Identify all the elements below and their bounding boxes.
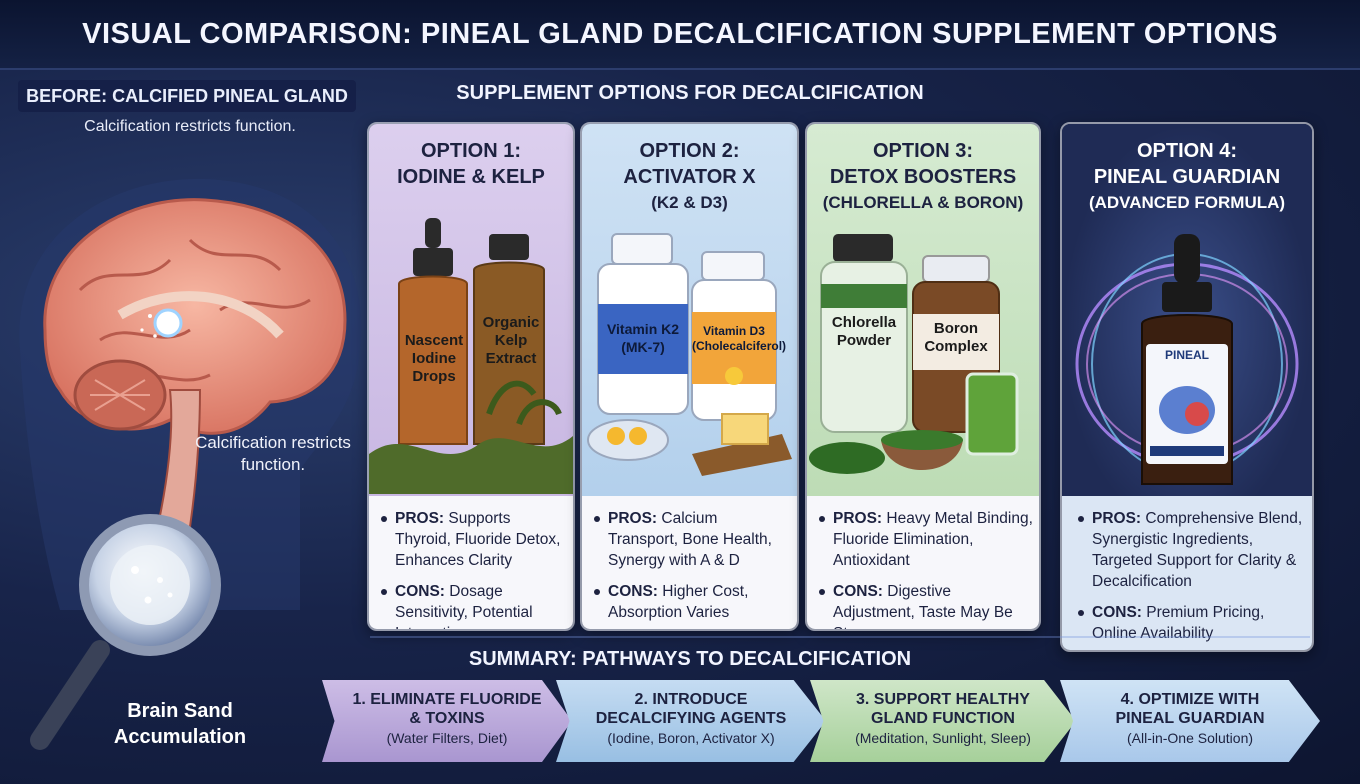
option-card-3: OPTION 3: DETOX BOOSTERS (CHLORELLA & BO…: [805, 122, 1041, 631]
option-card-4: OPTION 4: PINEAL GUARDIAN (ADVANCED FORM…: [1060, 122, 1314, 652]
step-4-title: 4. OPTIMIZE WITH PINEAL GUARDIAN: [1115, 691, 1265, 727]
option-1-details: PROS: Supports Thyroid, Fluoride Detox, …: [379, 508, 567, 629]
brain-illustration: [19, 178, 362, 750]
summary-divider: [370, 636, 1310, 638]
step-2-title: 2. INTRODUCE DECALCIFYING AGENTS: [595, 691, 787, 727]
option-1-cons: CONS: Dosage Sensitivity, Potential Inte…: [379, 581, 567, 629]
option-3-title: OPTION 3: DETOX BOOSTERS (CHLORELLA & BO…: [822, 140, 1024, 212]
option-1-pros: PROS: Supports Thyroid, Fluoride Detox, …: [379, 508, 567, 571]
pathway-step-4: 4. OPTIMIZE WITH PINEAL GUARDIAN (All-in…: [1060, 680, 1320, 762]
pathway-step-1: 1. ELIMINATE FLUORIDE & TOXINS (Water Fi…: [322, 680, 572, 762]
step-1-title: 1. ELIMINATE FLUORIDE & TOXINS: [352, 691, 542, 727]
option-4-cons: CONS: Premium Pricing, Online Availabili…: [1076, 602, 1306, 644]
step-3-title: 3. SUPPORT HEALTHY GLAND FUNCTION: [856, 691, 1030, 727]
pineal-guardian-illustration: [1075, 234, 1299, 485]
step-1-detail: (Water Filters, Diet): [386, 730, 508, 746]
option-2-details: PROS: Calcium Transport, Bone Health, Sy…: [592, 508, 791, 629]
product-label-iodine: Nascent Iodine Drops: [404, 332, 464, 385]
title-bar: VISUAL COMPARISON: PINEAL GLAND DECALCIF…: [0, 0, 1360, 70]
step-4-detail: (All-in-One Solution): [1126, 730, 1254, 746]
product-label-chlorella: Chlorella Powder: [831, 314, 897, 349]
step-3-detail: (Meditation, Sunlight, Sleep): [855, 730, 1031, 746]
option-1-title: OPTION 1: IODINE & KELP: [397, 140, 545, 188]
options-section-heading: SUPPLEMENT OPTIONS FOR DECALCIFICATION: [456, 82, 924, 104]
option-4-pros: PROS: Comprehensive Blend, Synergistic I…: [1076, 508, 1306, 592]
product-label-kelp: Organic Kelp Extract: [482, 314, 540, 367]
k2-d3-illustration: [587, 233, 792, 476]
magnifying-glass-icon: [30, 514, 221, 750]
product-label-k2: Vitamin K2 (MK-7): [606, 321, 680, 355]
chlorella-boron-illustration: [809, 234, 1019, 474]
calcification-note: Calcification restricts function.: [195, 433, 351, 474]
option-3-details: PROS: Heavy Metal Binding, Fluoride Elim…: [817, 508, 1033, 629]
option-2-pros: PROS: Calcium Transport, Bone Health, Sy…: [592, 508, 791, 571]
pathway-step-3: 3. SUPPORT HEALTHY GLAND FUNCTION (Medit…: [810, 680, 1076, 762]
before-subheading: Calcification restricts function.: [84, 118, 296, 135]
pathway-step-2: 2. INTRODUCE DECALCIFYING AGENTS (Iodine…: [556, 680, 826, 762]
brain-sand-label: Brain Sand Accumulation: [113, 700, 247, 748]
option-2-title: OPTION 2: ACTIVATOR X (K2 & D3): [623, 140, 756, 212]
option-4-details: PROS: Comprehensive Blend, Synergistic I…: [1076, 508, 1306, 650]
summary-heading: SUMMARY: PATHWAYS TO DECALCIFICATION: [468, 648, 912, 670]
step-2-detail: (Iodine, Boron, Activator X): [607, 730, 775, 746]
option-4-title: OPTION 4: PINEAL GUARDIAN (ADVANCED FORM…: [1088, 140, 1286, 212]
product-label-boron: Boron Complex: [924, 320, 988, 355]
before-heading: BEFORE: CALCIFIED PINEAL GLAND: [18, 80, 356, 112]
option-3-pros: PROS: Heavy Metal Binding, Fluoride Elim…: [817, 508, 1033, 571]
option-card-2: OPTION 2: ACTIVATOR X (K2 & D3) Vitamin …: [580, 122, 799, 631]
iodine-kelp-illustration: [369, 218, 573, 494]
page-title: VISUAL COMPARISON: PINEAL GLAND DECALCIF…: [82, 17, 1278, 50]
option-card-1: OPTION 1: IODINE & KELP Nascent Iodine D…: [367, 122, 575, 631]
calcified-pineal-gland: [153, 308, 183, 338]
option-3-cons: CONS: Digestive Adjustment, Taste May Be…: [817, 581, 1033, 629]
product-label-d3: Vitamin D3 (Cholecalciferol): [692, 324, 787, 353]
option-2-cons: CONS: Higher Cost, Absorption Varies: [592, 581, 791, 623]
product-label-pineal: PINEAL: [1164, 348, 1209, 362]
